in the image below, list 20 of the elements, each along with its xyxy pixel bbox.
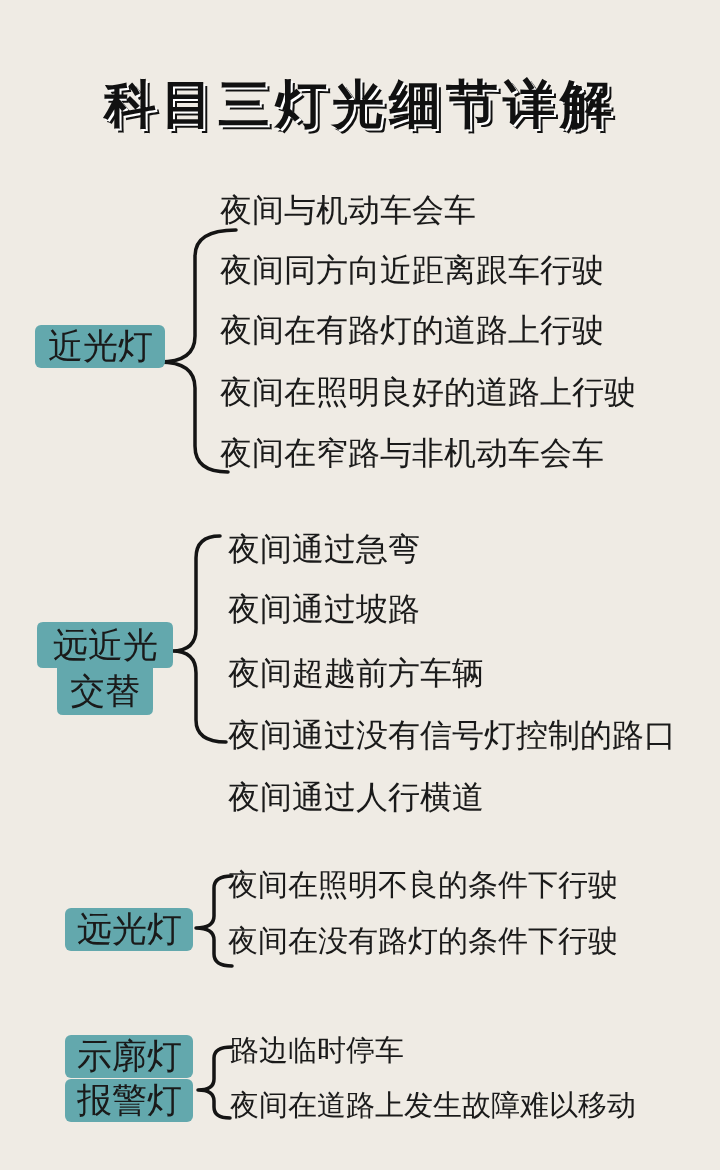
item-text: 夜间在有路灯的道路上行驶 [220,310,604,350]
item-text: 夜间通过急弯 [228,529,420,569]
item-text: 夜间通过坡路 [228,589,420,629]
title: 科目三灯光细节详解 [103,73,617,136]
item-text: 夜间在没有路灯的条件下行驶 [228,923,618,960]
item-text: 夜间在窄路与非机动车会车 [220,433,604,473]
item-text: 夜间通过没有信号灯控制的路口 [228,715,676,755]
item-text: 夜间通过人行横道 [228,777,484,817]
item-text: 夜间在照明良好的道路上行驶 [220,372,636,412]
item-text: 夜间与机动车会车 [220,190,476,230]
category-tag: 报警灯 [65,1079,193,1122]
category-tag: 远光灯 [65,908,193,951]
item-text: 夜间在道路上发生故障难以移动 [230,1087,636,1123]
category-tag: 示廓灯 [65,1035,193,1078]
item-text: 夜间在照明不良的条件下行驶 [228,867,618,904]
category-tag: 远近光交替 [37,622,173,715]
item-text: 夜间同方向近距离跟车行驶 [220,250,604,290]
category-tag: 近光灯 [35,325,165,368]
item-text: 路边临时停车 [230,1032,404,1068]
item-text: 夜间超越前方车辆 [228,653,484,693]
